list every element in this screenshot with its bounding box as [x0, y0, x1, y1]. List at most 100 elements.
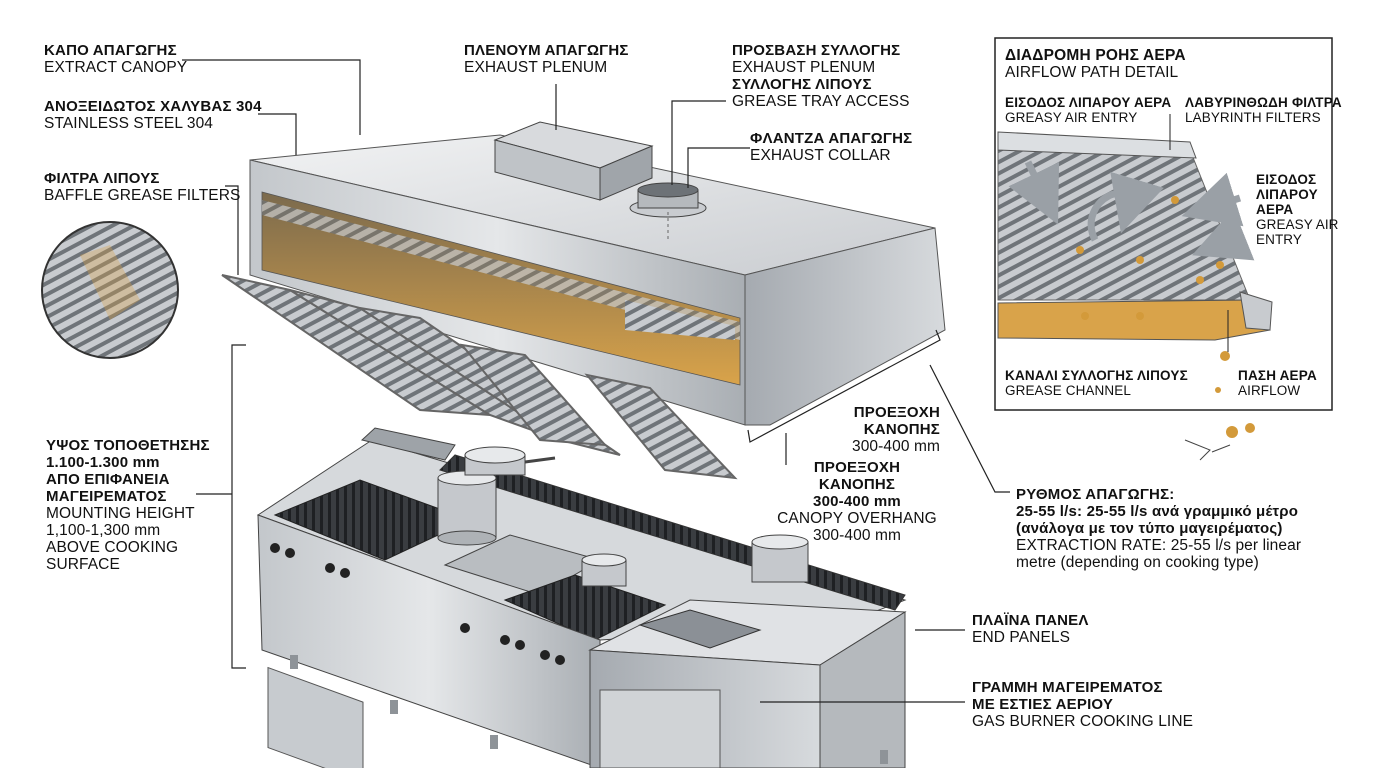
- label-mounting-gr4: ΜΑΓΕΙΡΕΜΑΤΟΣ: [46, 488, 167, 505]
- label-mounting-en2: 1,100-1,300 mm: [46, 522, 161, 539]
- arrow-labyrinth: [1087, 171, 1164, 242]
- label-mounting-gr3: ΑΠΟ ΕΠΙΦΑΝΕΙΑ: [46, 471, 170, 488]
- oven-door-left: [267, 666, 364, 768]
- label-exhaust-collar: ΦΛΑΝΤΖΑ ΑΠΑΓΩΓΗΣ EXHAUST COLLAR: [750, 130, 912, 164]
- sauce-pan: [464, 446, 556, 476]
- small-pot: [581, 553, 627, 587]
- baffle-grease-filters: [221, 274, 738, 480]
- label-overhang-b-gr: ΠΡΟΕΞΟΧΗ ΚΑΝΟΠΗΣ: [813, 459, 901, 493]
- inset-labyrinth: ΛΑΒΥΡΙΝΘΩΔΗ ΦΙΛΤΡΑ LABYRINTH FILTERS: [1185, 95, 1342, 125]
- label-overhang-a-gr2: ΚΑΝΟΠΗΣ: [863, 421, 940, 438]
- label-overhang-b-val-b: 300-400 mm: [813, 493, 901, 510]
- label-overhang-a: ΠΡΟΕΞΟΧΗ ΚΑΝΟΠΗΣ 300-400 mm: [820, 404, 940, 455]
- inset-airflow-en: AIRFLOW: [1238, 383, 1301, 398]
- label-extraction-en2: metre (depending on cooking type): [1016, 554, 1259, 571]
- label-extraction-rate: ΡΥΘΜΟΣ ΑΠΑΓΩΓΗΣ: 25-55 l/s: 25-55 l/s αν…: [1016, 486, 1301, 571]
- airflow-inset: [994, 37, 1333, 438]
- inset-labyrinth-en: LABYRINTH FILTERS: [1185, 110, 1321, 125]
- pot-rear-right: [751, 534, 809, 583]
- inset-grease-channel-en: GREASE CHANNEL: [1005, 383, 1131, 398]
- inset-grease-channel-gr: ΚΑΝΑΛΙ ΣΥΛΛΟΓΗΣ ΛΙΠΟΥΣ: [1005, 368, 1188, 383]
- exhaust-plenum-front: [599, 145, 653, 201]
- label-exhaust-plenum-en: EXHAUST PLENUM: [464, 59, 608, 76]
- label-grease-tray: ΠΡΟΣΒΑΣΗ ΣΥΛΛΟΓΗΣ EXHAUST PLENUM ΣΥΛΛΟΓΗ…: [732, 42, 910, 110]
- label-end-panels-en: END PANELS: [972, 629, 1071, 646]
- label-exhaust-collar-en: EXHAUST COLLAR: [750, 147, 891, 164]
- inset-labyrinth-gr: ΛΑΒΥΡΙΝΘΩΔΗ ΦΙΛΤΡΑ: [1185, 95, 1342, 110]
- label-end-panels-gr: ΠΛΑΪΝΑ ΠΑΝΕΛ: [972, 612, 1089, 629]
- inset-grease-channel: [997, 299, 1271, 341]
- label-exhaust-plenum-gr: ΠΛΕΝΟΥΜ ΑΠΑΓΩΓΗΣ: [464, 42, 629, 59]
- label-overhang-a-val: 300-400 mm: [851, 438, 940, 455]
- label-grease-tray-en1: EXHAUST PLENUM: [732, 59, 876, 76]
- leader-lines: [182, 59, 1010, 703]
- inset-greasy-entry-left-en: GREASY AIR ENTRY: [1005, 110, 1138, 125]
- fryer-well: [638, 609, 762, 649]
- label-mounting-height: ΥΨΟΣ ΤΟΠΟΘΕΤΗΣΗΣ 1.100-1.300 mm ΑΠΟ ΕΠΙΦ…: [46, 437, 210, 573]
- label-stainless: ΑΝΟΞΕΙΔΩΤΟΣ ΧΑΛΥΒΑΣ 304 STAINLESS STEEL …: [44, 98, 262, 132]
- label-cooking-line-en: GAS BURNER COOKING LINE: [972, 713, 1194, 730]
- label-mounting-en1: MOUNTING HEIGHT: [46, 505, 195, 522]
- inset-title-en: AIRFLOW PATH DETAIL: [1005, 64, 1179, 81]
- label-cooking-line: ΓΡΑΜΜΗ ΜΑΓΕΙΡΕΜΑΤΟΣ ΜΕ ΕΣΤΙΕΣ ΑΕΡΙΟΥ GAS…: [972, 679, 1193, 730]
- label-stainless-en: STAINLESS STEEL 304: [44, 115, 214, 132]
- inset-greasy-entry-right-en1: GREASY AIR: [1256, 217, 1339, 232]
- label-grease-tray-en2: GREASE TRAY ACCESS: [732, 93, 910, 110]
- label-overhang-a-gr1: ΠΡΟΕΞΟΧΗ: [853, 404, 940, 421]
- label-exhaust-collar-gr: ΦΛΑΝΤΖΑ ΑΠΑΓΩΓΗΣ: [750, 130, 913, 147]
- label-cooking-line-gr2: ΜΕ ΕΣΤΙΕΣ ΑΕΡΙΟΥ: [972, 696, 1114, 713]
- label-grease-tray-gr2: ΣΥΛΛΟΓΗΣ ΛΙΠΟΥΣ: [732, 76, 872, 93]
- airflow-arrows: [1008, 160, 1255, 261]
- inset-greasy-entry-right-gr3: ΑΕΡΑ: [1256, 202, 1294, 217]
- exhaust-collar-top: [637, 182, 699, 198]
- cooking-line-front: [257, 514, 601, 768]
- inset-airflow-label: ΠΑΣΗ ΑΕΡΑ AIRFLOW: [1238, 368, 1317, 398]
- label-mounting-gr2: 1.100-1.300 mm: [46, 454, 160, 471]
- label-overhang-b-val: 300-400 mm: [812, 527, 901, 544]
- inset-channel-lip: [1239, 291, 1273, 331]
- inset-greasy-entry-right-gr2: ΛΙΠΑΡΟΥ: [1256, 187, 1318, 202]
- back-salamander: [360, 427, 456, 461]
- cooking-line: [256, 427, 907, 768]
- label-mounting-en4: SURFACE: [46, 556, 120, 573]
- filter-detail-circle: [41, 221, 179, 359]
- inset-title: ΔΙΑΔΡΟΜΗ ΡΟΗΣ ΑΕΡΑ AIRFLOW PATH DETAIL: [1005, 47, 1186, 81]
- inset-airflow-gr: ΠΑΣΗ ΑΕΡΑ: [1238, 368, 1317, 383]
- label-overhang-b-en: CANOPY OVERHANG: [777, 510, 937, 527]
- inset-greasy-entry-right-gr1: ΕΙΣΟΔΟΣ: [1256, 172, 1317, 187]
- inset-greasy-entry-left-gr: ΕΙΣΟΔΟΣ ΛΙΠΑΡΟΥ ΑΕΡΑ: [1005, 95, 1172, 110]
- inset-greasy-entry-right-en2: ENTRY: [1256, 232, 1303, 247]
- inset-grease-channel-label: ΚΑΝΑΛΙ ΣΥΛΛΟΓΗΣ ΛΙΠΟΥΣ GREASE CHANNEL: [1005, 368, 1188, 398]
- label-extract-canopy-gr: ΚΑΠΟ ΑΠΑΓΩΓΗΣ: [44, 42, 177, 59]
- label-extract-canopy-en: EXTRACT CANOPY: [44, 59, 188, 76]
- grease-splash: [1184, 439, 1231, 461]
- control-knobs: [270, 543, 565, 665]
- label-grease-tray-gr1: ΠΡΟΣΒΑΣΗ ΣΥΛΛΟΓΗΣ: [732, 42, 901, 59]
- legs: [290, 655, 888, 764]
- label-baffle-filters-gr: ΦΙΛΤΡΑ ΛΙΠΟΥΣ: [44, 170, 160, 187]
- label-extraction-gr3: (ανάλογα με τον τύπο μαγειρέματος): [1016, 520, 1283, 537]
- label-baffle-filters-en: BAFFLE GREASE FILTERS: [44, 187, 241, 204]
- label-end-panels: ΠΛΑΪΝΑ ΠΑΝΕΛ END PANELS: [972, 612, 1089, 646]
- baffle-filter-small-1: [459, 343, 608, 447]
- label-exhaust-plenum: ΠΛΕΝΟΥΜ ΑΠΑΓΩΓΗΣ EXHAUST PLENUM: [464, 42, 629, 76]
- label-baffle-filters: ΦΙΛΤΡΑ ΛΙΠΟΥΣ BAFFLE GREASE FILTERS: [44, 170, 240, 204]
- burner-grates-right: [503, 574, 667, 641]
- canopy-filter-bank: [262, 200, 740, 340]
- label-cooking-line-gr1: ΓΡΑΜΜΗ ΜΑΓΕΙΡΕΜΑΤΟΣ: [972, 679, 1163, 696]
- label-extraction-gr2: 25-55 l/s: 25-55 l/s ανά γραμμικό μέτρο: [1016, 503, 1299, 520]
- label-stainless-gr: ΑΝΟΞΕΙΔΩΤΟΣ ΧΑΛΥΒΑΣ 304: [44, 98, 262, 115]
- label-extraction-en1: EXTRACTION RATE: 25-55 l/s per linear: [1016, 537, 1302, 554]
- extract-canopy: [249, 121, 946, 426]
- inset-greasy-entry-right: ΕΙΣΟΔΟΣ ΛΙΠΑΡΟΥ ΑΕΡΑ GREASY AIR ENTRY: [1256, 172, 1339, 247]
- canopy-rear-filter: [625, 300, 735, 340]
- arrow-entry-left: [1008, 160, 1060, 225]
- inset-filter-top: [997, 131, 1197, 159]
- label-extraction-gr1: ΡΥΘΜΟΣ ΑΠΑΓΩΓΗΣ:: [1016, 486, 1175, 503]
- arrow-entry-right-2: [1192, 208, 1255, 261]
- inset-leaders: [1169, 114, 1229, 352]
- baffle-filter-small-2: [584, 373, 738, 480]
- stock-pot-large: [437, 470, 497, 546]
- grease-drips: [1076, 196, 1255, 438]
